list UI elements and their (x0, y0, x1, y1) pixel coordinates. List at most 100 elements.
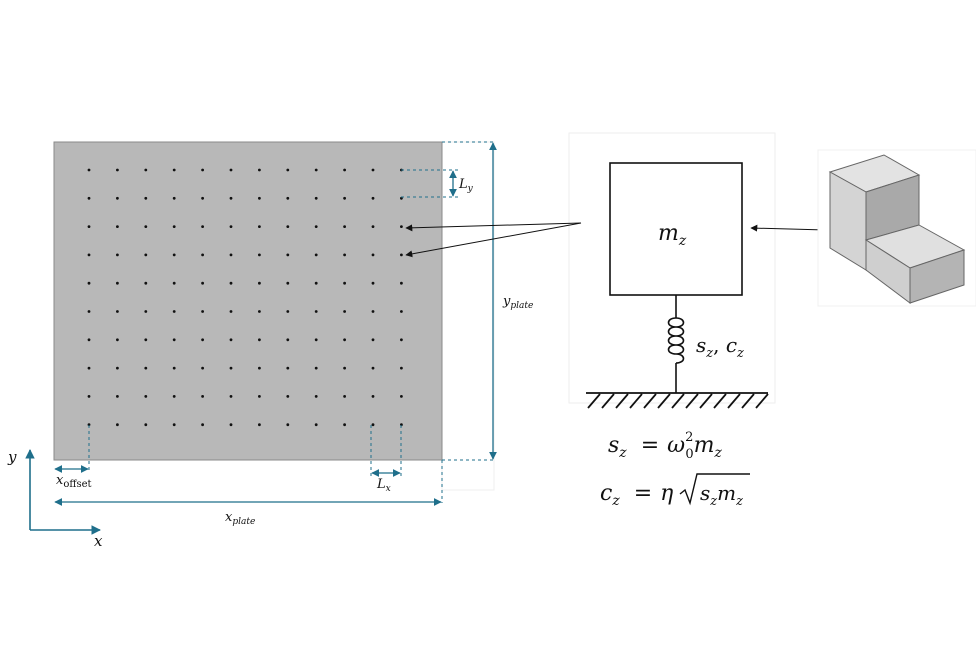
mass-point (314, 338, 318, 342)
ground-hatch (685, 393, 699, 409)
x-axis-label: x (94, 532, 103, 550)
ground-hatch (713, 393, 727, 409)
mass-point (201, 338, 205, 342)
mass-point (343, 281, 346, 285)
mass-point (400, 338, 403, 342)
mass-point (286, 168, 290, 172)
spring (667, 295, 685, 393)
mass-point (229, 395, 233, 398)
lx-label: Lx (376, 477, 391, 494)
mass-point (201, 168, 205, 172)
mass-point (144, 395, 148, 398)
mass-point (116, 168, 119, 172)
mass-point (229, 281, 233, 285)
mass-point (371, 168, 375, 172)
mass-point (172, 253, 176, 257)
mass-point (371, 196, 375, 200)
mass-point (314, 225, 318, 229)
mass-point (314, 395, 318, 398)
mass-point (286, 395, 290, 398)
mass-point (400, 395, 403, 398)
mass-point (116, 225, 119, 229)
mass-point (229, 310, 233, 313)
mass-point (229, 338, 233, 342)
mass-point (258, 253, 261, 257)
mass-point (172, 423, 176, 427)
mass-point (258, 366, 261, 370)
mass-point (172, 366, 176, 370)
mass-point (144, 225, 148, 229)
mass-point (343, 338, 346, 342)
mass-point (371, 366, 375, 370)
mass-point (258, 310, 261, 313)
mass-point (144, 168, 148, 172)
mass-point (172, 281, 176, 285)
mass-point (314, 168, 318, 172)
mass-point (116, 281, 119, 285)
mass-point (286, 196, 290, 200)
mass-point (286, 281, 290, 285)
mass-point (286, 366, 290, 370)
mass-point (371, 281, 375, 285)
mass-point (116, 366, 119, 370)
mass-point (343, 168, 346, 172)
mass-point (400, 281, 403, 285)
mass-point (87, 366, 91, 370)
mass-point (400, 225, 403, 229)
mass-point (229, 253, 233, 257)
mass-point (201, 196, 205, 200)
mass-point (343, 395, 346, 398)
mass-point (371, 423, 375, 427)
ground-hatch (629, 393, 643, 409)
plate (53, 141, 443, 461)
mass-point (371, 310, 375, 313)
mass-point (343, 196, 346, 200)
mass-point (201, 310, 205, 313)
mass-point (87, 395, 91, 398)
spring-label: sz, cz (696, 333, 744, 361)
mass-point (87, 423, 91, 427)
mass-point (371, 253, 375, 257)
mass-point (172, 338, 176, 342)
mass-point (144, 253, 148, 257)
mass-point (116, 338, 119, 342)
mass-point (144, 196, 148, 200)
mass-point (258, 196, 261, 200)
ground-hatch (601, 393, 615, 409)
mass-point (286, 423, 290, 427)
mass-point (87, 281, 91, 285)
mass-point (172, 196, 176, 200)
mass-point (172, 395, 176, 398)
mass-point (201, 253, 205, 257)
mass-point (144, 310, 148, 313)
mass-frame (568, 132, 776, 404)
ground-hatch (741, 393, 755, 409)
dimension-extensions (88, 141, 495, 503)
mass-point (286, 338, 290, 342)
sqrt-sign (679, 473, 750, 506)
mass-point (116, 423, 119, 427)
ground-hatch (755, 393, 769, 409)
plate-frame-right (441, 141, 495, 491)
mass-point (229, 366, 233, 370)
mass-point (258, 281, 261, 285)
mass-point (201, 281, 205, 285)
mass-point (314, 366, 318, 370)
mass-point (172, 225, 176, 229)
mass-point (229, 225, 233, 229)
mass-point (400, 366, 403, 370)
mass-point (314, 281, 318, 285)
dimension-arrows (54, 142, 497, 506)
mass-point (400, 196, 403, 200)
x-offset-label: xoffset (56, 473, 92, 490)
mass-point (201, 395, 205, 398)
mass-point (286, 253, 290, 257)
mass-point (314, 196, 318, 200)
mass-point (343, 423, 346, 427)
pointer-arrows (405, 222, 827, 258)
ground-hatch (615, 393, 629, 409)
equation-damping: cz=η (600, 481, 673, 509)
ground-hatch (699, 393, 713, 409)
mass-point (172, 310, 176, 313)
